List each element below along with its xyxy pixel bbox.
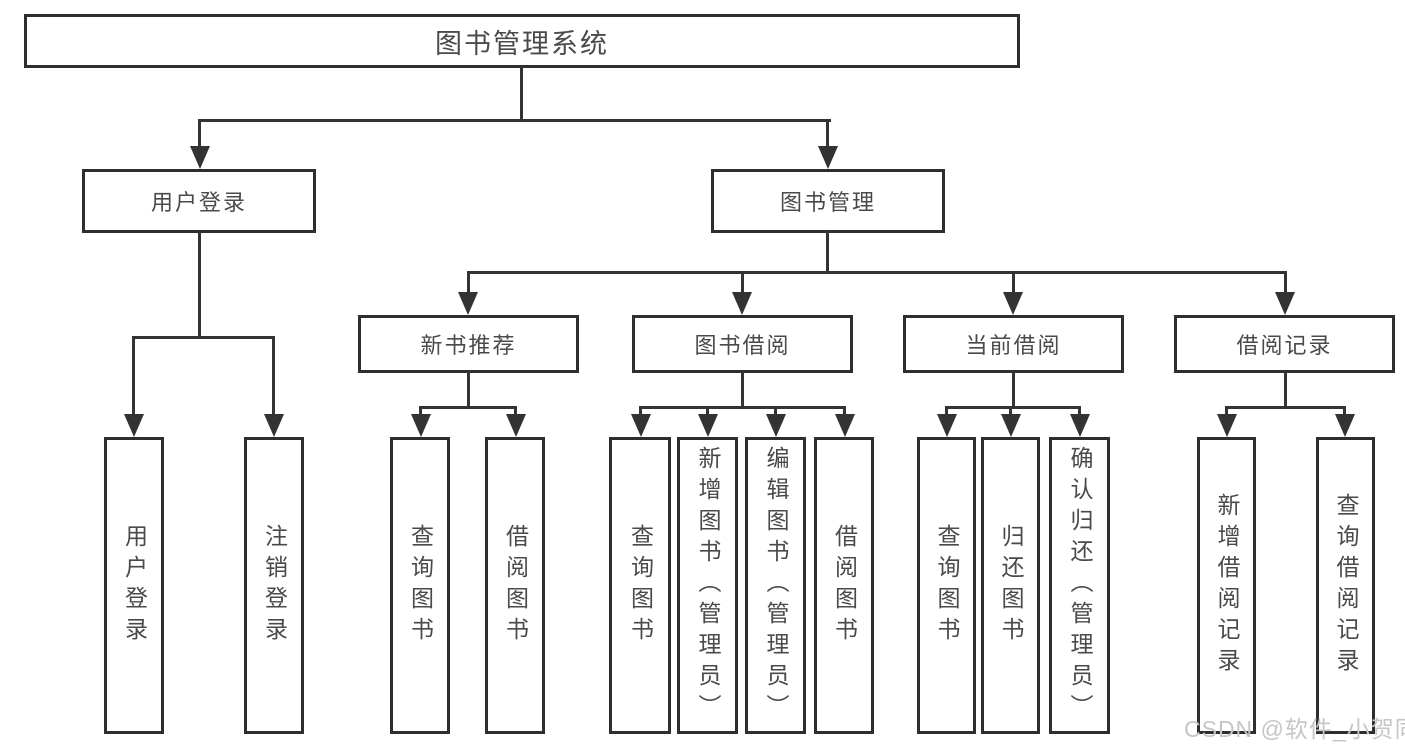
node-leaf-query-borrow-record: 查询借阅记录: [1316, 437, 1375, 734]
node-leaf-query-books-2: 查询图书: [609, 437, 671, 734]
connector-line: [1343, 406, 1346, 417]
node-leaf-return-books: 归还图书: [981, 437, 1040, 734]
leaf-label: 编辑图书（管理员）: [763, 446, 789, 725]
node-leaf-add-books-admin: 新增图书（管理员）: [677, 437, 738, 734]
arrow-down-icon: [835, 414, 855, 437]
connector-line: [1009, 406, 1012, 417]
connector-line: [132, 336, 135, 416]
leaf-label: 借阅图书: [502, 523, 529, 648]
arrow-down-icon: [1003, 292, 1023, 315]
leaf-label: 查询图书: [627, 523, 654, 648]
connector-line: [467, 271, 1287, 274]
node-leaf-borrow-books-2: 借阅图书: [814, 437, 874, 734]
leaf-label: 新增图书（管理员）: [695, 446, 721, 725]
arrow-down-icon: [766, 414, 786, 437]
connector-line: [639, 406, 642, 417]
arrow-down-icon: [1275, 292, 1295, 315]
connector-line: [741, 271, 744, 295]
node-book-management: 图书管理: [711, 169, 945, 233]
connector-line: [1012, 371, 1015, 409]
node-leaf-confirm-return-admin: 确认归还（管理员）: [1049, 437, 1110, 734]
node-leaf-add-borrow-record: 新增借阅记录: [1197, 437, 1256, 734]
node-leaf-logout: 注销登录: [244, 437, 304, 734]
connector-line: [826, 231, 829, 274]
connector-line: [467, 371, 470, 409]
connector-line: [467, 271, 470, 295]
connector-line: [419, 406, 517, 409]
connector-line: [1284, 371, 1287, 409]
connector-line: [1225, 406, 1346, 409]
connector-line: [198, 119, 831, 122]
arrow-down-icon: [698, 414, 718, 437]
connector-line: [1078, 406, 1081, 417]
arrow-down-icon: [1335, 414, 1355, 437]
connector-line: [774, 406, 777, 417]
arrow-down-icon: [1001, 414, 1021, 437]
connector-line: [945, 406, 948, 417]
arrow-down-icon: [458, 292, 478, 315]
connector-line: [945, 406, 1081, 409]
leaf-label: 借阅图书: [831, 523, 858, 648]
connector-line: [1284, 271, 1287, 295]
connector-line: [132, 336, 275, 339]
arrow-down-icon: [411, 414, 431, 437]
node-book-borrow: 图书借阅: [632, 315, 853, 373]
connector-line: [843, 406, 846, 417]
connector-line: [198, 119, 201, 149]
connector-line: [419, 406, 422, 417]
node-leaf-query-books-3: 查询图书: [917, 437, 976, 734]
leaf-label: 查询图书: [407, 523, 434, 648]
connector-line: [514, 406, 517, 417]
arrow-down-icon: [1070, 414, 1090, 437]
node-leaf-user-login: 用户登录: [104, 437, 164, 734]
connector-line: [272, 336, 275, 416]
connector-line: [1225, 406, 1228, 417]
connector-line: [639, 406, 846, 409]
node-leaf-borrow-books-1: 借阅图书: [485, 437, 545, 734]
arrow-down-icon: [124, 414, 144, 437]
connector-line: [741, 371, 744, 409]
leaf-label: 查询借阅记录: [1333, 492, 1359, 679]
arrow-down-icon: [1217, 414, 1237, 437]
arrow-down-icon: [506, 414, 526, 437]
node-leaf-edit-books-admin: 编辑图书（管理员）: [745, 437, 806, 734]
arrow-down-icon: [818, 146, 838, 169]
leaf-label: 注销登录: [261, 523, 288, 648]
node-root-system: 图书管理系统: [24, 14, 1020, 68]
arrow-down-icon: [190, 146, 210, 169]
leaf-label: 新增借阅记录: [1214, 492, 1240, 679]
leaf-label: 确认归还（管理员）: [1067, 446, 1093, 725]
leaf-label: 归还图书: [998, 523, 1024, 648]
arrow-down-icon: [631, 414, 651, 437]
node-leaf-query-books-1: 查询图书: [390, 437, 450, 734]
connector-line: [198, 231, 201, 339]
arrow-down-icon: [732, 292, 752, 315]
leaf-label: 查询图书: [934, 523, 960, 648]
node-borrow-records: 借阅记录: [1174, 315, 1395, 373]
connector-line: [1012, 271, 1015, 295]
csdn-watermark: CSDN @软件_小贺同学: [1184, 716, 1405, 742]
arrow-down-icon: [264, 414, 284, 437]
leaf-label: 用户登录: [121, 523, 148, 648]
connector-line: [520, 66, 523, 121]
arrow-down-icon: [937, 414, 957, 437]
node-user-login: 用户登录: [82, 169, 316, 233]
node-current-borrow: 当前借阅: [903, 315, 1124, 373]
connector-line: [706, 406, 709, 417]
node-new-book-recommend: 新书推荐: [358, 315, 579, 373]
connector-line: [826, 119, 829, 149]
